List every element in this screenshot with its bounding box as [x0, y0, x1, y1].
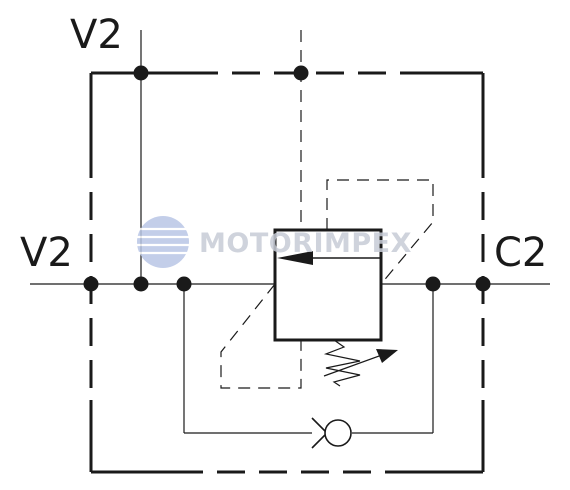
pressure-valve-icon: [273, 228, 383, 342]
adjustable-spring-icon: [323, 339, 398, 387]
junction-dot: [83, 276, 99, 292]
junction-dot: [133, 65, 149, 81]
port-label-top-v2: V2: [70, 12, 123, 58]
junction-dot: [133, 276, 149, 292]
watermark: MOTORIMPEX: [136, 216, 412, 268]
junction-dot: [293, 65, 309, 81]
port-label-left-v2: V2: [20, 230, 73, 276]
junction-dot: [425, 276, 441, 292]
watermark-text: MOTORIMPEX: [199, 228, 412, 259]
junction-dot: [475, 276, 491, 292]
globe-logo-icon: [136, 216, 190, 268]
port-label-right-c2: C2: [494, 230, 547, 276]
pilot-lines: [220, 30, 434, 389]
junction-dot: [176, 276, 192, 292]
check-valve-icon: [311, 417, 352, 449]
junction-dots: [83, 65, 491, 292]
